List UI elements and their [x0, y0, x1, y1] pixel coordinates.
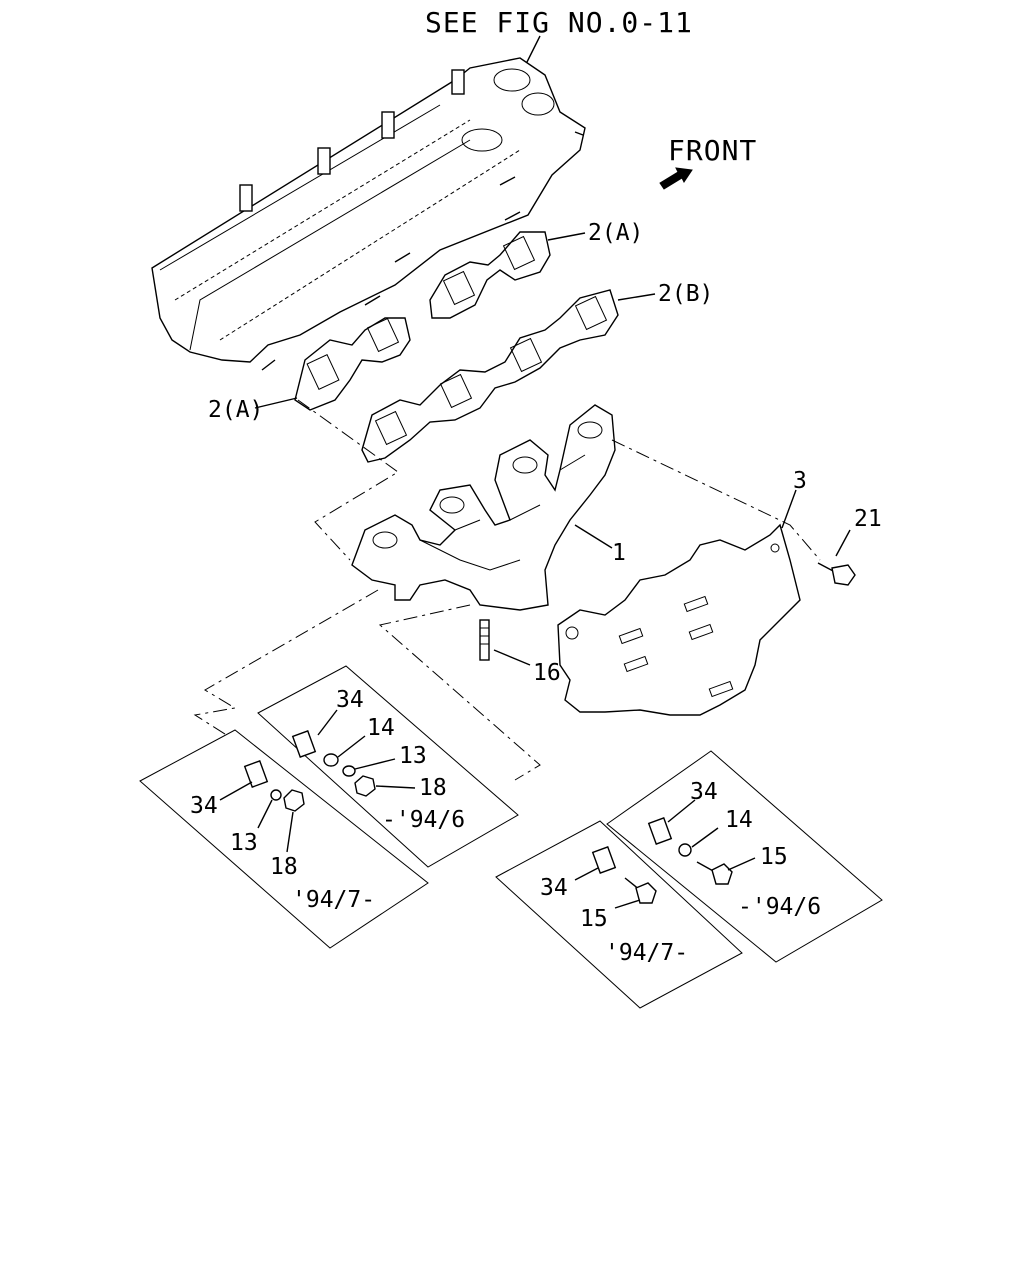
gasket-row-upper — [429, 231, 551, 319]
front-arrow-icon — [659, 167, 693, 190]
left-upper-box: 34 14 13 18 -'94/6 — [257, 665, 519, 868]
rl-sleeve-label: 34 — [540, 875, 568, 901]
leader-gasket-a-top — [547, 232, 586, 241]
leader-heat-shield — [781, 489, 797, 529]
shield-bolt-part — [817, 562, 856, 586]
lu-range-label: -'94/6 — [382, 807, 465, 833]
callout-gasket-b: 2(B) — [658, 281, 713, 307]
ll-sleeve-label: 34 — [190, 793, 218, 819]
ru-bolt-label: 15 — [760, 844, 788, 870]
callout-gasket-a-left: 2(A) — [208, 397, 263, 423]
right-upper-box: 34 14 15 -'94/6 — [606, 750, 883, 963]
head-tip — [574, 131, 584, 136]
leader-gasket-a-left — [254, 397, 298, 409]
callout-shield-bolt: 21 — [854, 506, 882, 532]
cylinder-head — [151, 57, 586, 371]
head-studs — [261, 176, 521, 371]
ll-nut-label: 18 — [270, 854, 298, 880]
ru-range-label: -'94/6 — [738, 894, 821, 920]
front-label: FRONT — [668, 134, 757, 167]
lu-washer-b-label: 13 — [399, 743, 427, 769]
rl-range-label: '94/7- — [605, 940, 688, 966]
assembly-centerlines — [193, 399, 821, 781]
lu-washer-a-label: 14 — [367, 715, 395, 741]
see-fig-reference: SEE FIG NO.0-11 — [425, 6, 693, 39]
ll-washer-label: 13 — [230, 830, 258, 856]
lu-sleeve-label: 34 — [336, 687, 364, 713]
left-lower-box: 34 13 18 '94/7- — [139, 729, 429, 949]
gasket-b — [361, 289, 619, 463]
right-lower-box: 34 15 '94/7- — [495, 820, 743, 1009]
callout-gasket-a-top: 2(A) — [588, 220, 643, 246]
callout-heat-shield: 3 — [793, 468, 807, 494]
ll-range-label: '94/7- — [292, 887, 375, 913]
heat-shield — [557, 523, 801, 716]
leader-stud — [493, 649, 531, 666]
callout-manifold: 1 — [612, 540, 626, 566]
leader-manifold — [574, 524, 613, 549]
leader-gasket-b — [617, 293, 656, 301]
ru-sleeve-label: 34 — [690, 779, 718, 805]
lu-nut-label: 18 — [419, 775, 447, 801]
gasket-row-middle — [294, 317, 411, 411]
leader-shield-bolt — [835, 529, 851, 557]
exhaust-manifold — [351, 404, 616, 611]
rl-bolt-label: 15 — [580, 906, 608, 932]
stud-part — [479, 619, 490, 661]
ru-washer-label: 14 — [725, 807, 753, 833]
callout-stud: 16 — [533, 660, 561, 686]
